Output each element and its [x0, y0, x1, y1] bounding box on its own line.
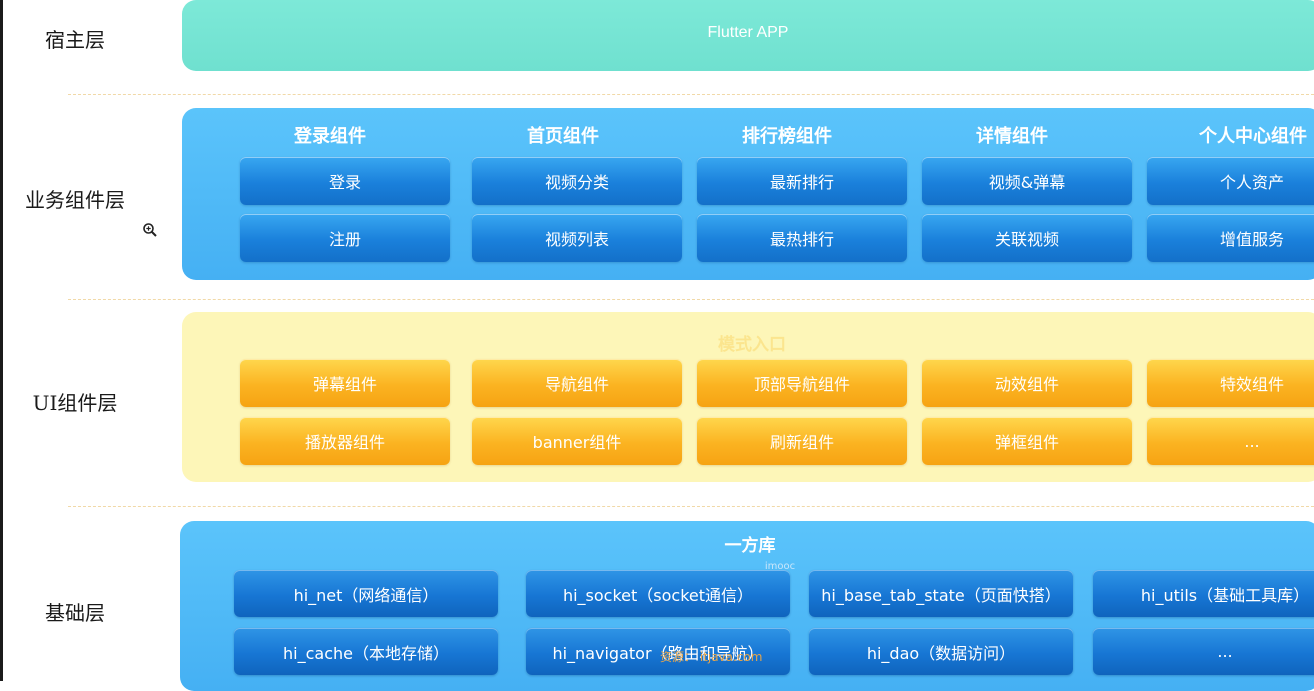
watermark-text: 资源： itjava.com — [660, 650, 763, 664]
related-videos-button[interactable]: 关联视频 — [922, 214, 1132, 262]
hi-socket-button[interactable]: hi_socket（socket通信） — [526, 570, 790, 617]
dialog-component-button[interactable]: 弹框组件 — [922, 417, 1132, 465]
latest-ranking-button[interactable]: 最新排行 — [697, 157, 907, 205]
login-component-title: 登录组件 — [294, 126, 366, 147]
ranking-component-title: 排行榜组件 — [742, 126, 832, 147]
animation-component-button[interactable]: 动效组件 — [922, 359, 1132, 407]
window-left-edge — [0, 0, 3, 681]
video-list-button[interactable]: 视频列表 — [472, 214, 682, 262]
personal-assets-button[interactable]: 个人资产 — [1147, 157, 1314, 205]
layer-divider — [68, 94, 1314, 95]
zoom-in-cursor-icon — [143, 223, 157, 237]
effects-component-button[interactable]: 特效组件 — [1147, 359, 1314, 407]
base-layer-label: 基础层 — [45, 601, 105, 625]
detail-component-title: 详情组件 — [976, 126, 1048, 147]
home-component-title: 首页组件 — [527, 126, 599, 147]
business-layer-label: 业务组件层 — [25, 188, 125, 212]
navigation-component-button[interactable]: 导航组件 — [472, 359, 682, 407]
top-navigation-component-button[interactable]: 顶部导航组件 — [697, 359, 907, 407]
hi-base-tab-state-button[interactable]: hi_base_tab_state（页面快搭） — [809, 570, 1073, 617]
base-layer-title: 一方库 — [724, 536, 776, 556]
flutter-app-title: Flutter APP — [707, 24, 789, 41]
host-layer-panel: Flutter APP — [182, 0, 1314, 71]
ui-layer-panel: 模式入口 弹幕组件 导航组件 顶部导航组件 动效组件 特效组件 播放器组件 ba… — [182, 312, 1314, 482]
banner-component-button[interactable]: banner组件 — [472, 417, 682, 465]
danmaku-component-button[interactable]: 弹幕组件 — [240, 359, 450, 407]
more-ui-components-button[interactable]: ... — [1147, 417, 1314, 465]
hi-utils-button[interactable]: hi_utils（基础工具库） — [1093, 570, 1314, 617]
business-layer-panel: 登录组件 首页组件 排行榜组件 详情组件 个人中心组件 登录 视频分类 最新排行… — [182, 108, 1314, 280]
hi-dao-button[interactable]: hi_dao（数据访问） — [809, 628, 1073, 675]
register-button[interactable]: 注册 — [240, 214, 450, 262]
ui-layer-title: 模式入口 — [718, 335, 786, 355]
hi-navigator-button[interactable]: hi_navigator（路由和导航） — [526, 628, 790, 675]
ui-layer-label: UI组件层 — [32, 391, 118, 415]
hi-net-button[interactable]: hi_net（网络通信） — [234, 570, 498, 617]
value-added-services-button[interactable]: 增值服务 — [1147, 214, 1314, 262]
hi-cache-button[interactable]: hi_cache（本地存储） — [234, 628, 498, 675]
hottest-ranking-button[interactable]: 最热排行 — [697, 214, 907, 262]
host-layer-label: 宿主层 — [45, 28, 105, 52]
profile-component-title: 个人中心组件 — [1199, 126, 1307, 147]
video-category-button[interactable]: 视频分类 — [472, 157, 682, 205]
player-component-button[interactable]: 播放器组件 — [240, 417, 450, 465]
base-layer-panel: 一方库 imooc hi_net（网络通信） hi_socket（socket通… — [180, 521, 1314, 691]
layer-divider — [68, 506, 1314, 507]
imooc-mark: imooc — [764, 561, 796, 572]
refresh-component-button[interactable]: 刷新组件 — [697, 417, 907, 465]
layer-divider — [68, 299, 1314, 300]
login-button[interactable]: 登录 — [240, 157, 450, 205]
more-libs-button[interactable]: ... — [1093, 628, 1314, 675]
video-danmaku-button[interactable]: 视频&弹幕 — [922, 157, 1132, 205]
